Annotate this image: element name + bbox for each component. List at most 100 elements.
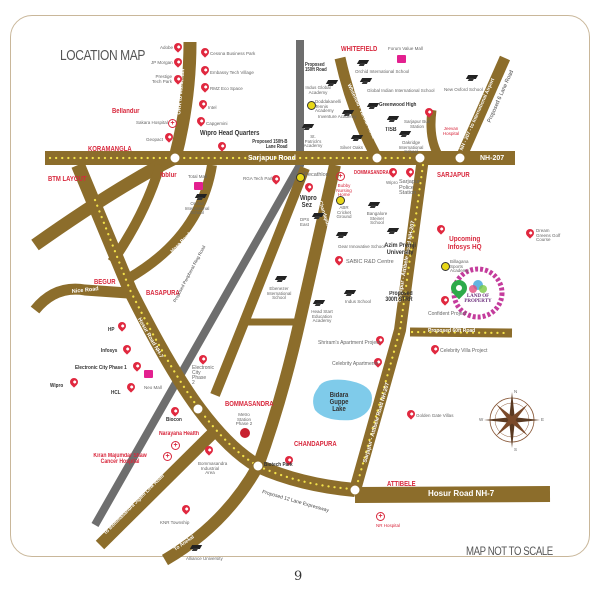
landmark-greenwood: Greenwood High (379, 102, 417, 108)
landmark-biotech: Biotech Park (264, 462, 293, 468)
landmark-rmz: RMZ Eco Space (210, 86, 243, 91)
landmark-prestige: Prestige Tech Park (151, 74, 172, 84)
landmark-kiran: Kiran Majumdar Shaw Cancer Hospital (93, 453, 147, 465)
landmark-nursing-home: Bubby Nursing Home (336, 183, 352, 197)
area-basapura: BASAPURA (146, 290, 180, 297)
area-ibblur: Ibblur (160, 172, 177, 179)
landmark-sakara: Sakara Hospital (136, 120, 168, 125)
landmark-adobe: Adobe (160, 45, 174, 50)
landmark-orchid-wf: Orchid International School (355, 69, 410, 74)
landmark-wipro-ecity: Wipro (50, 383, 64, 389)
landmark-knr: KNR Township (160, 520, 190, 525)
mall-icon (194, 182, 203, 190)
area-attibele: ATTIBELE (387, 481, 416, 488)
map-not-to-scale: MAP NOT TO SCALE (466, 544, 553, 558)
landmark-total-mall: Total Mall (188, 174, 208, 179)
landmark-wipro-sez: Wipro Sez (300, 195, 317, 209)
landmark-billagana: Billagana Sports Academy (450, 259, 469, 273)
compass-w: W (479, 417, 484, 422)
area-begur: BEGUR (94, 279, 116, 286)
landmark-orchid-ibblur: Orchid International School (184, 201, 210, 215)
sports-icon (441, 262, 450, 271)
landmark-shriram: Shriram's Apartment Project (318, 340, 381, 346)
landmark-intel: Intel (208, 105, 217, 110)
compass-s: S (514, 447, 518, 452)
map-title: LOCATION MAP (60, 47, 145, 64)
attibele-road-dots (355, 163, 425, 487)
landmark-geopact: Geopact (146, 137, 164, 142)
landmark-jeevan: Jeevan Hospital (442, 126, 460, 136)
landmark-silver-oaks: Silver Oaks (340, 145, 364, 150)
landmark-gear: Gear Innovative School (338, 244, 385, 249)
hosa-road (119, 164, 217, 287)
landmark-tennis: Doddakanelli Tennis Academy (315, 99, 342, 113)
junction-circle (252, 460, 264, 472)
road-label-nh207: NH-207 (480, 155, 505, 162)
logo-text: LAND OF PROPERTY (464, 294, 492, 304)
landmark-infosys-hq: Upcoming Infosys HQ (447, 234, 482, 251)
landmark-indus-global: Indus Global Academy (305, 85, 331, 95)
haralur-road (107, 163, 165, 265)
road-label-hosur-nh7: Hosur Road NH-7 (428, 489, 495, 498)
landmark-tisb: TISB (385, 127, 397, 133)
landmark-biocon: Biocon (166, 417, 182, 423)
landmark-embassy: Embassy Tech Village (210, 70, 254, 75)
landmark-forum-mall: Forum Value Mall (388, 46, 423, 51)
sports-icon (296, 173, 305, 182)
sports-icon (336, 196, 345, 205)
junction-circle (192, 403, 204, 415)
junction-circle (454, 152, 466, 164)
land-of-property-logo (451, 266, 505, 320)
landmark-cessna: Cessna Business Park (210, 51, 256, 56)
sarjapur-attibele-road (349, 157, 429, 492)
landmark-dps: DPS East (300, 217, 310, 227)
hospital-icon: + (168, 119, 177, 128)
landmark-rga: RGA Tech Park (243, 176, 274, 181)
area-dommasandra: DOMMASANDRA (354, 170, 389, 176)
area-sarjapur: SARJAPUR (437, 172, 470, 179)
landmark-alliance: Alliance University (186, 556, 223, 561)
landmark-sabic: SABIC R&D Centre (346, 259, 394, 265)
hospital-icon: + (171, 441, 180, 450)
area-koramangla: KORAMANGLA (88, 146, 132, 153)
hospital-icon: + (376, 512, 385, 521)
compass-n: N (514, 389, 518, 394)
landmark-confident: Confident Project (428, 311, 467, 317)
hosur-road-nh7 (354, 486, 551, 503)
nh207-airport-road (454, 55, 511, 163)
sports-icon (307, 101, 316, 110)
landmark-new-oxford: New Oxford School (444, 87, 483, 92)
road-label-60ft: Proposed 60ft Road (428, 328, 476, 334)
hospital-icon: + (163, 452, 172, 461)
bidara-guppe-lake (313, 379, 372, 421)
road-label-proposed-150ft: Proposed 150ft Road (305, 62, 327, 73)
landmark-st-patricks: St. Patrick's Academy (303, 134, 323, 148)
landmark-giis: Global Indian International School (367, 88, 435, 93)
junction-circle (169, 152, 181, 164)
landmark-nr-hospital: NR Hospital (376, 523, 401, 528)
landmark-lake: Bidara Guppe Lake (329, 392, 349, 413)
nice-road (30, 283, 129, 314)
junction-circle (371, 152, 383, 164)
landmark-head-start: Head Start Education Academy (311, 309, 333, 323)
area-bommasandra: BOMMASANDRA (225, 401, 274, 408)
road-label-300ft: Proposed 300ft STRR (385, 291, 413, 303)
landmark-capgemini: Capgemini (206, 121, 228, 126)
landmark-azim: Azim Premji University (384, 242, 416, 256)
landmark-abr: ABR Cricket Ground (336, 205, 352, 219)
landmark-wipro-sarjapur: Wipro (386, 180, 398, 185)
page-number: 9 (294, 569, 303, 584)
junction-circle (349, 484, 361, 496)
landmark-hcl: HCL (111, 390, 121, 396)
landmark-celebrity-apts: Celebrity Apartments (332, 361, 379, 367)
landmark-decathlon: Decathlon (304, 172, 329, 178)
landmark-neo-mall: Neo Mall (144, 385, 162, 390)
landmark-wipro-hq: Wipro Head Quarters (200, 130, 260, 137)
landmark-ebenezer: Ebenezer International School (266, 286, 292, 300)
landmark-hp: HP (108, 327, 115, 333)
landmark-bommasandra-ind: Bommasandra Industrial Area (198, 461, 228, 475)
hospital-icon: + (336, 172, 345, 181)
60ft-road-dots (410, 330, 510, 335)
landmark-metro: Metro Station Phase 2 (235, 412, 253, 426)
landmark-golden-gate: Golden Gate Villas (416, 413, 454, 418)
